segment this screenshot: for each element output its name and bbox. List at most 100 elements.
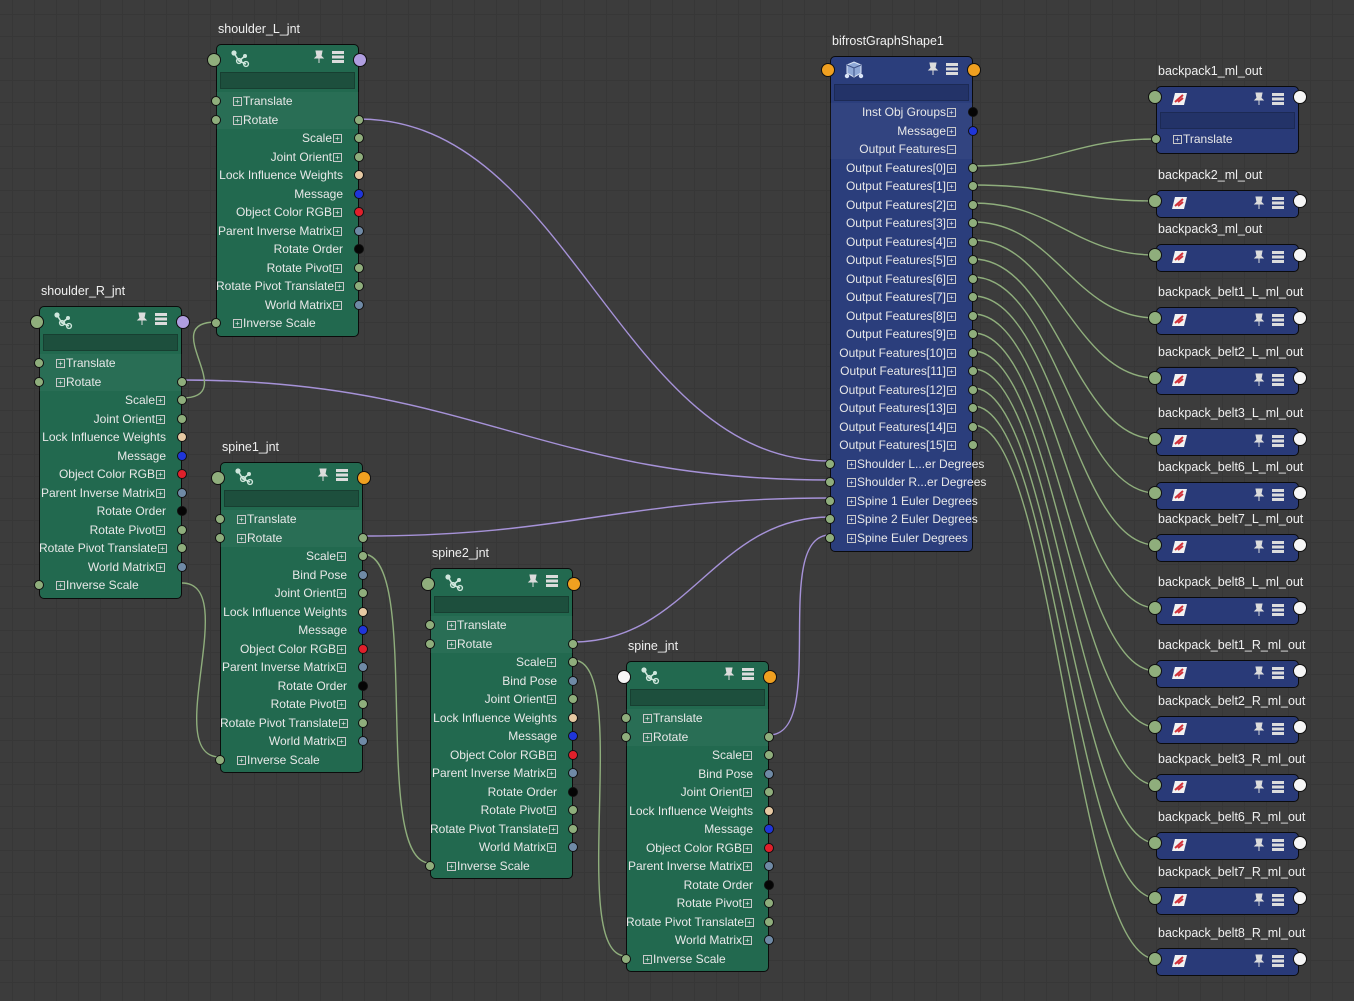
attr-row-parent-inverse-matrix[interactable]: Parent Inverse Matrix+	[626, 857, 769, 876]
attr-row-rotate[interactable]: +Rotate	[626, 728, 769, 747]
attr-row-output-features-15-[interactable]: Output Features[15]+	[830, 436, 973, 455]
attr-input-port[interactable]	[215, 532, 225, 543]
attr-output-port[interactable]	[358, 551, 368, 562]
attr-row-scale[interactable]: Scale+	[220, 547, 363, 566]
attr-output-port[interactable]	[764, 935, 774, 946]
attr-output-port[interactable]	[568, 712, 578, 723]
attr-row-parent-inverse-matrix[interactable]: Parent Inverse Matrix+	[216, 222, 359, 241]
attr-output-port[interactable]	[968, 403, 978, 414]
output-locator-node[interactable]: backpack_belt2_L_ml_out	[1148, 345, 1307, 395]
attr-output-port[interactable]	[354, 281, 364, 292]
attr-row-object-color-rgb[interactable]: Object Color RGB+	[430, 746, 573, 765]
attr-row-output-features-6-[interactable]: Output Features[6]+	[830, 270, 973, 289]
expand-icon[interactable]: +	[847, 478, 856, 488]
attr-output-port[interactable]	[968, 236, 978, 247]
attr-input-port[interactable]	[425, 638, 435, 649]
attr-row-inverse-scale[interactable]: +Inverse Scale	[216, 314, 359, 333]
attr-output-port[interactable]	[968, 384, 978, 395]
attr-row-spine-1-euler-degrees[interactable]: +Spine 1 Euler Degrees	[830, 492, 978, 511]
node-input-port[interactable]	[421, 577, 435, 591]
attr-row-output-features[interactable]: Output Features−	[830, 140, 973, 159]
attr-output-port[interactable]	[177, 524, 187, 535]
expand-icon[interactable]: +	[333, 208, 342, 218]
attr-row-shoulder-l-er-degrees[interactable]: +Shoulder L...er Degrees	[830, 455, 984, 474]
expand-icon[interactable]: +	[743, 936, 752, 946]
node-output-port[interactable]	[1293, 778, 1307, 792]
attr-row-rotate-pivot-translate[interactable]: Rotate Pivot Translate+	[216, 277, 359, 296]
node-name-field[interactable]	[630, 689, 765, 706]
node-name-field[interactable]	[43, 334, 178, 351]
expand-icon[interactable]: +	[947, 404, 956, 414]
attr-output-port[interactable]	[764, 861, 774, 872]
expand-icon[interactable]: +	[847, 533, 856, 543]
attr-output-port[interactable]	[568, 823, 578, 834]
expand-icon[interactable]: +	[947, 126, 956, 136]
expand-icon[interactable]: +	[947, 441, 956, 451]
expand-icon[interactable]: +	[333, 152, 342, 162]
attr-output-port[interactable]	[968, 273, 978, 284]
expand-icon[interactable]: +	[947, 108, 956, 118]
attr-input-port[interactable]	[215, 754, 225, 765]
attr-row-world-matrix[interactable]: World Matrix+	[626, 931, 769, 950]
attr-input-port[interactable]	[211, 318, 221, 329]
attr-output-port[interactable]	[177, 561, 187, 572]
attr-row-message[interactable]: Message	[430, 727, 573, 746]
attr-row-lock-influence-weights[interactable]: Lock Influence Weights	[430, 709, 573, 728]
node-input-port[interactable]	[1148, 720, 1162, 734]
attr-row-object-color-rgb[interactable]: Object Color RGB+	[626, 839, 769, 858]
node-output-port[interactable]	[1293, 538, 1307, 552]
node-output-port[interactable]	[1293, 836, 1307, 850]
attr-row-scale[interactable]: Scale+	[39, 391, 182, 410]
node-output-port[interactable]	[1293, 664, 1307, 678]
attr-output-port[interactable]	[764, 842, 774, 853]
attr-output-port[interactable]	[968, 421, 978, 432]
output-locator-node[interactable]: backpack_belt6_L_ml_out	[1148, 460, 1307, 510]
attr-input-port[interactable]	[621, 953, 631, 964]
expand-icon[interactable]: +	[337, 737, 346, 747]
attr-row-rotate-pivot[interactable]: Rotate Pivot+	[216, 259, 359, 278]
expand-icon[interactable]: +	[333, 263, 342, 273]
attr-output-port[interactable]	[358, 717, 368, 728]
expand-icon[interactable]: +	[156, 562, 165, 572]
attr-output-port[interactable]	[764, 731, 774, 742]
node-output-port[interactable]	[1293, 891, 1307, 905]
expand-icon[interactable]: +	[339, 718, 349, 728]
attr-input-port[interactable]	[825, 514, 835, 525]
attr-row-output-features-11-[interactable]: Output Features[11]+	[830, 362, 973, 381]
output-locator-node[interactable]: backpack_belt7_R_ml_out	[1148, 865, 1307, 915]
attr-input-port[interactable]	[215, 514, 225, 525]
expand-icon[interactable]: −	[947, 145, 956, 155]
attr-row-output-features-5-[interactable]: Output Features[5]+	[830, 251, 973, 270]
output-locator-node[interactable]: backpack_belt1_R_ml_out	[1148, 638, 1307, 688]
node-input-port[interactable]	[211, 471, 225, 485]
attr-row-shoulder-r-er-degrees[interactable]: +Shoulder R...er Degrees	[830, 473, 986, 492]
attr-row-output-features-12-[interactable]: Output Features[12]+	[830, 381, 973, 400]
attr-output-port[interactable]	[358, 680, 368, 691]
node-output-port[interactable]	[1293, 311, 1307, 325]
expand-icon[interactable]: +	[56, 377, 65, 387]
attr-row-rotate-pivot-translate[interactable]: Rotate Pivot Translate+	[220, 714, 363, 733]
attr-row-rotate-pivot-translate[interactable]: Rotate Pivot Translate+	[430, 820, 573, 839]
attr-output-port[interactable]	[358, 606, 368, 617]
attr-output-port[interactable]	[354, 188, 364, 199]
expand-icon[interactable]: +	[547, 695, 556, 705]
attr-row-bind-pose[interactable]: Bind Pose	[220, 566, 363, 585]
node-input-port[interactable]	[207, 53, 221, 67]
attr-input-port[interactable]	[211, 114, 221, 125]
expand-icon[interactable]: +	[547, 806, 556, 816]
expand-icon[interactable]: +	[237, 533, 246, 543]
attr-output-port[interactable]	[968, 255, 978, 266]
attr-row-inst-obj-groups[interactable]: Inst Obj Groups+	[830, 103, 973, 122]
attr-row-translate[interactable]: +Translate	[430, 616, 573, 635]
node-output-port[interactable]	[1293, 601, 1307, 615]
attr-input-port[interactable]	[211, 96, 221, 107]
expand-icon[interactable]: +	[547, 769, 556, 779]
attr-row-translate[interactable]: +Translate	[220, 510, 363, 529]
attr-row-parent-inverse-matrix[interactable]: Parent Inverse Matrix+	[220, 658, 363, 677]
expand-icon[interactable]: +	[743, 843, 752, 853]
expand-icon[interactable]: +	[547, 658, 556, 668]
attr-output-port[interactable]	[177, 432, 187, 443]
node-input-port[interactable]	[1148, 486, 1162, 500]
expand-icon[interactable]: +	[947, 367, 956, 377]
